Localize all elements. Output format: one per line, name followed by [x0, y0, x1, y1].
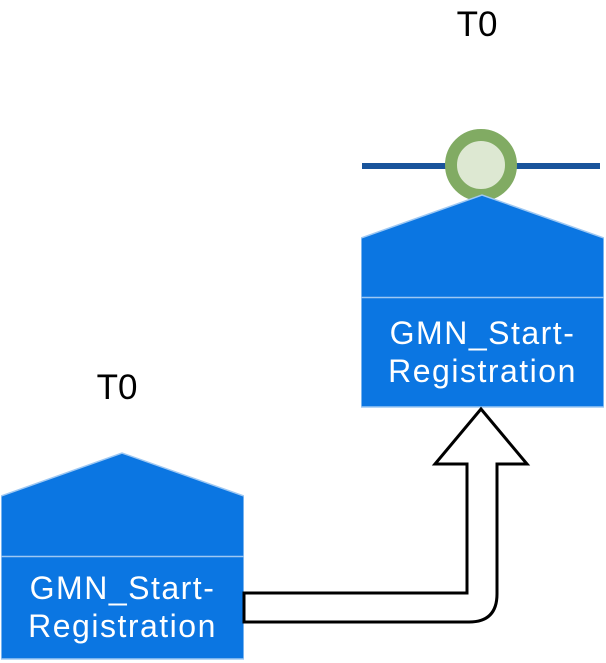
pentagon-body [361, 194, 604, 408]
pentagon-shape-icon [361, 194, 604, 408]
node-label-source: GMN_Start- Registration [1, 555, 244, 658]
time-label-source: T0 [96, 368, 138, 407]
process-node-target[interactable]: GMN_Start- Registration [361, 194, 604, 408]
flow-arrow[interactable] [242, 406, 531, 624]
node-label-line2: Registration [388, 352, 577, 389]
process-node-source[interactable]: GMN_Start- Registration [1, 452, 244, 660]
time-label-target: T0 [456, 5, 498, 44]
pentagon-shape-icon [1, 452, 244, 660]
node-label-target: GMN_Start- Registration [361, 297, 604, 406]
node-label-line2: Registration [28, 607, 217, 644]
node-label-line1: GMN_Start- [389, 314, 576, 351]
node-label-line1: GMN_Start- [29, 569, 216, 606]
